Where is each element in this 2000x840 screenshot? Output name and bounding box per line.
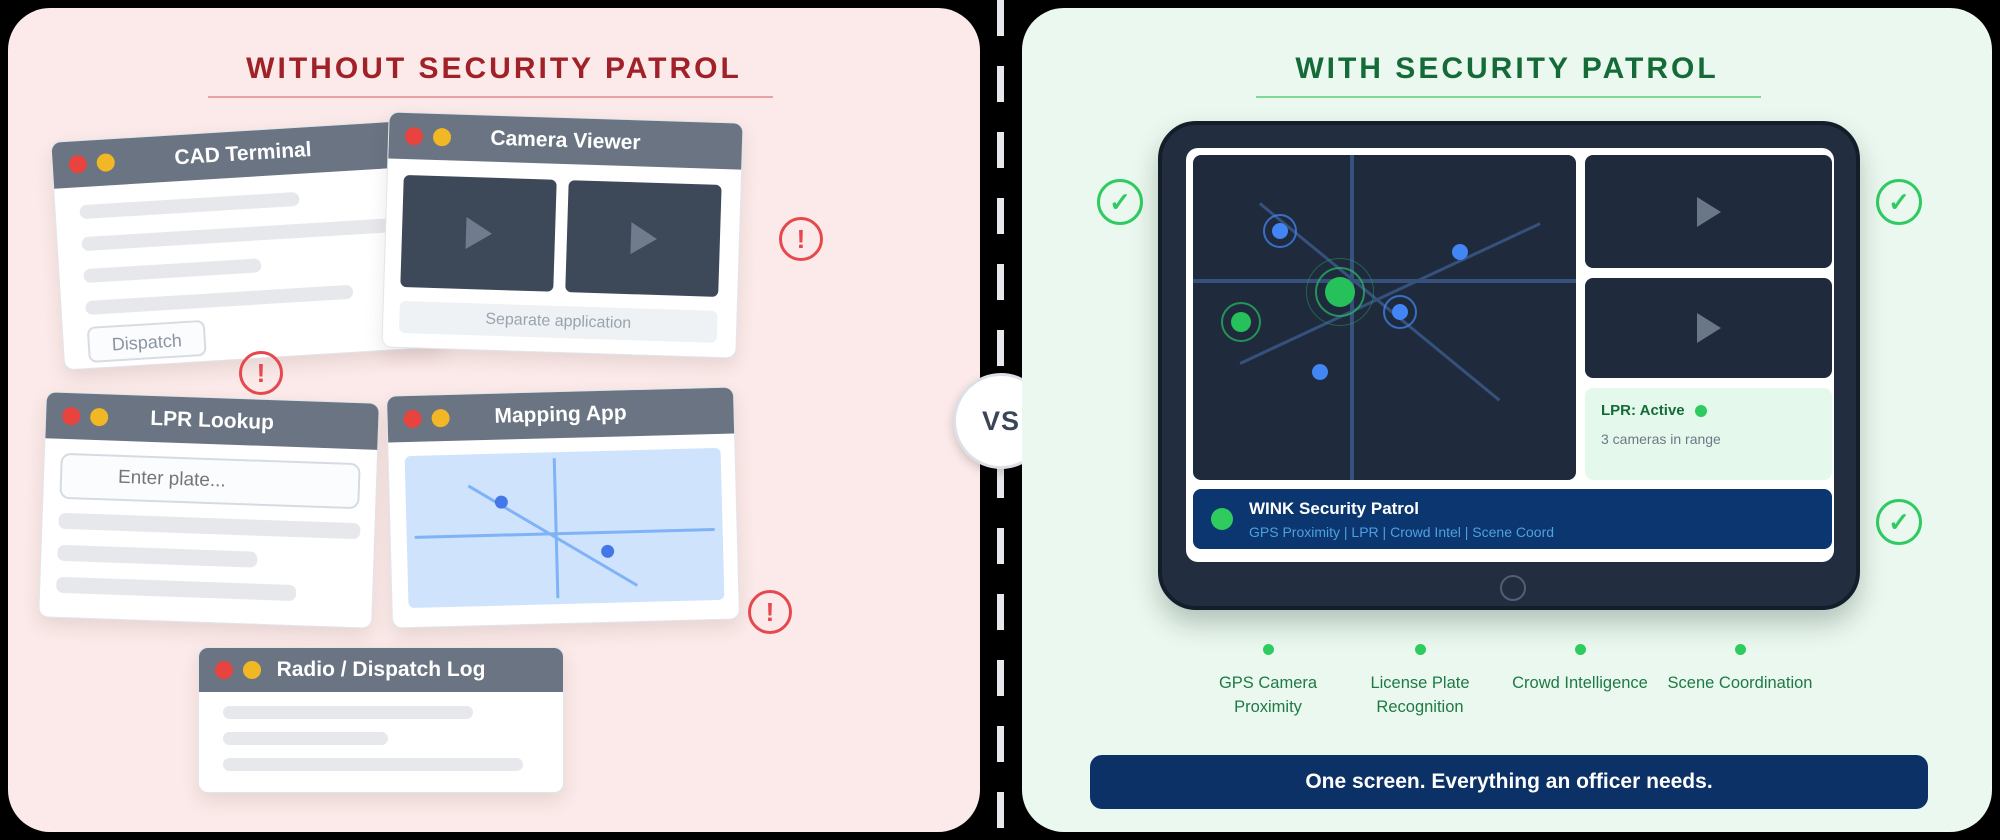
alert-icon: ! [779, 217, 823, 261]
tablet-device: LPR: Active 3 cameras in range WINK Secu… [1158, 121, 1860, 610]
unit-dot [1231, 312, 1251, 332]
officer-ring [1315, 267, 1365, 317]
mini-map [404, 447, 725, 609]
placeholder-bar [223, 706, 473, 719]
placeholder-bar [85, 284, 354, 316]
radio-title: Radio / Dispatch Log [276, 658, 486, 681]
feature-dot-icon [1734, 644, 1746, 655]
cad-title: CAD Terminal [173, 137, 313, 170]
window-lpr-lookup: LPR Lookup [38, 391, 380, 629]
close-dot-icon [215, 661, 233, 679]
window-camera-viewer: Camera Viewer Separate application [381, 111, 744, 359]
camera-dot [1312, 364, 1328, 380]
camera-feed-tile [1585, 155, 1832, 268]
gps-map-panel [1193, 155, 1576, 480]
camera-dot [1272, 223, 1288, 239]
placeholder-bar [81, 218, 392, 252]
wink-banner-title: WINK Security Patrol [1249, 498, 1420, 518]
alert-icon: ! [748, 590, 792, 634]
camera-ring [1263, 214, 1297, 248]
tagline-banner: One screen. Everything an officer needs. [1090, 755, 1928, 809]
video-tile [400, 174, 557, 292]
wink-app-banner: WINK Security Patrol GPS Proximity | LPR… [1193, 489, 1832, 549]
active-dot-icon [1211, 508, 1233, 530]
officer-dot [1325, 277, 1355, 307]
placeholder-bar [79, 191, 300, 220]
window-mapping-app: Mapping App [386, 386, 740, 629]
feature-license-plate: License Plate Recognition [1340, 642, 1500, 720]
play-icon[interactable] [629, 222, 657, 255]
map-road [1193, 279, 1576, 283]
separate-application-caption: Separate application [398, 300, 718, 343]
feature-dot-icon [1414, 644, 1426, 655]
lpr-status-detail: 3 cameras in range [1601, 431, 1721, 447]
feature-dot-icon [1574, 644, 1586, 655]
with-panel: WITH SECURITY PATROL ✓ ✓ ✓ [1022, 8, 1992, 832]
wink-banner-subtitle: GPS Proximity | LPR | Crowd Intel | Scen… [1249, 523, 1555, 540]
dispatch-button[interactable]: Dispatch [86, 319, 207, 363]
feature-crowd-intelligence: Crowd Intelligence [1500, 642, 1660, 696]
camera-title: Camera Viewer [490, 126, 641, 155]
with-title-underline [1256, 96, 1761, 98]
placeholder-bar [56, 576, 297, 602]
camera-dot [1452, 244, 1468, 260]
map-dot [600, 544, 615, 559]
camera-ring [1383, 295, 1417, 329]
lpr-status-panel: LPR: Active 3 cameras in range [1585, 388, 1832, 480]
play-icon[interactable] [1696, 196, 1721, 227]
without-title: WITHOUT SECURITY PATROL [246, 52, 742, 85]
unit-ring [1221, 302, 1261, 342]
window-radio-log: Radio / Dispatch Log [198, 647, 564, 793]
lpr-status-label: LPR: Active [1601, 402, 1685, 419]
play-icon[interactable] [1696, 313, 1721, 343]
camera-feed-tile [1585, 278, 1832, 378]
with-title: WITH SECURITY PATROL [1295, 52, 1719, 85]
check-icon: ✓ [1876, 179, 1922, 225]
check-icon: ✓ [1876, 499, 1922, 545]
mapping-title: Mapping App [494, 401, 627, 428]
placeholder-bar [223, 732, 388, 745]
radio-titlebar [199, 648, 563, 692]
video-tile [565, 180, 722, 297]
placeholder-bar [57, 544, 258, 568]
without-panel: WITHOUT SECURITY PATROL CAD Terminal Dis… [8, 8, 980, 832]
map-road [552, 458, 560, 599]
placeholder-bar [58, 512, 361, 540]
lpr-title: LPR Lookup [149, 406, 275, 435]
minimize-dot-icon [243, 661, 261, 679]
play-icon[interactable] [465, 216, 493, 250]
home-button[interactable] [1500, 575, 1526, 601]
without-title-underline [208, 96, 773, 98]
camera-dot [1392, 304, 1408, 320]
plate-input[interactable] [59, 452, 361, 510]
feature-gps-proximity: GPS Camera Proximity [1188, 642, 1348, 720]
check-icon: ✓ [1097, 179, 1143, 225]
feature-dot-icon [1262, 644, 1274, 655]
alert-icon: ! [239, 351, 283, 395]
tablet-screen: LPR: Active 3 cameras in range WINK Secu… [1186, 148, 1834, 562]
map-road [414, 528, 715, 539]
status-dot-icon [1694, 404, 1707, 417]
feature-scene-coordination: Scene Coordination [1660, 642, 1820, 696]
placeholder-bar [83, 258, 262, 284]
officer-ring [1306, 258, 1374, 326]
placeholder-bar [223, 758, 523, 771]
